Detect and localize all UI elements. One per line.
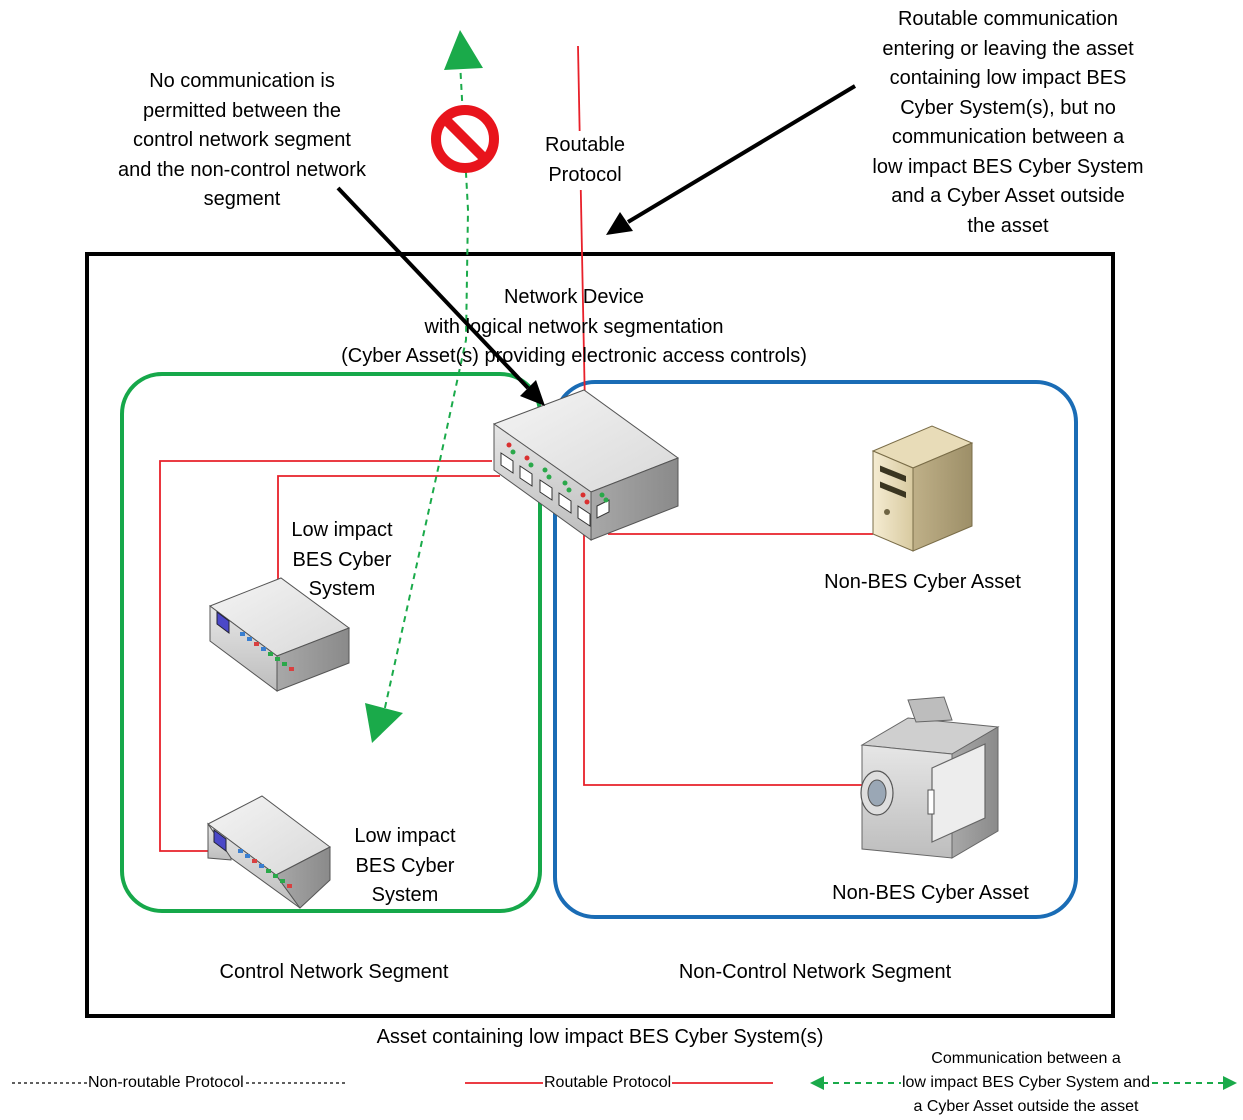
control-segment-label: Control Network Segment <box>219 961 449 983</box>
network-device-label: Network Device with logical network segm… <box>341 286 807 367</box>
no-communication-note: No communication is permitted between th… <box>118 70 366 210</box>
server-icon <box>871 425 974 552</box>
legend-communication: Communication between a low impact BES C… <box>900 1050 1152 1115</box>
routable-link-camera <box>583 520 866 786</box>
network-device-icon <box>492 389 680 541</box>
non-control-segment-boundary <box>553 380 1078 919</box>
routable-link-top <box>577 45 586 409</box>
camera-icon <box>860 696 1000 859</box>
prohibited-icon <box>431 105 499 173</box>
callout-arrowhead-routable <box>606 212 633 235</box>
control-segment-boundary <box>120 372 542 913</box>
routable-communication-note: Routable communication entering or leavi… <box>872 8 1144 237</box>
non-bes-asset-camera-label: Non-BES Cyber Asset <box>832 882 1029 904</box>
callout-arrows <box>336 84 857 390</box>
bes-cyber-system-1-label: Low impact BES Cyber System <box>291 519 393 600</box>
non-control-segment-label: Non-Control Network Segment <box>678 961 952 983</box>
legend-non-routable: Non-routable Protocol <box>87 1071 245 1095</box>
asset-boundary <box>85 252 1115 1018</box>
bes-cyber-system-2-icon <box>207 795 331 909</box>
outside-communication-arrow <box>365 30 483 743</box>
routable-link-system-1 <box>277 475 500 580</box>
routable-links <box>159 45 873 852</box>
bes-cyber-system-2-label: Low impact BES Cyber System <box>354 825 456 906</box>
bes-cyber-system-1-icon <box>208 577 351 692</box>
non-bes-asset-server-label: Non-BES Cyber Asset <box>824 571 1021 593</box>
legend-routable: Routable Protocol <box>543 1071 673 1095</box>
routable-protocol-label: Routable Protocol <box>530 131 640 190</box>
routable-link-system-2 <box>159 460 492 852</box>
callout-arrowhead-network <box>520 380 545 406</box>
asset-caption: Asset containing low impact BES Cyber Sy… <box>376 1026 824 1048</box>
